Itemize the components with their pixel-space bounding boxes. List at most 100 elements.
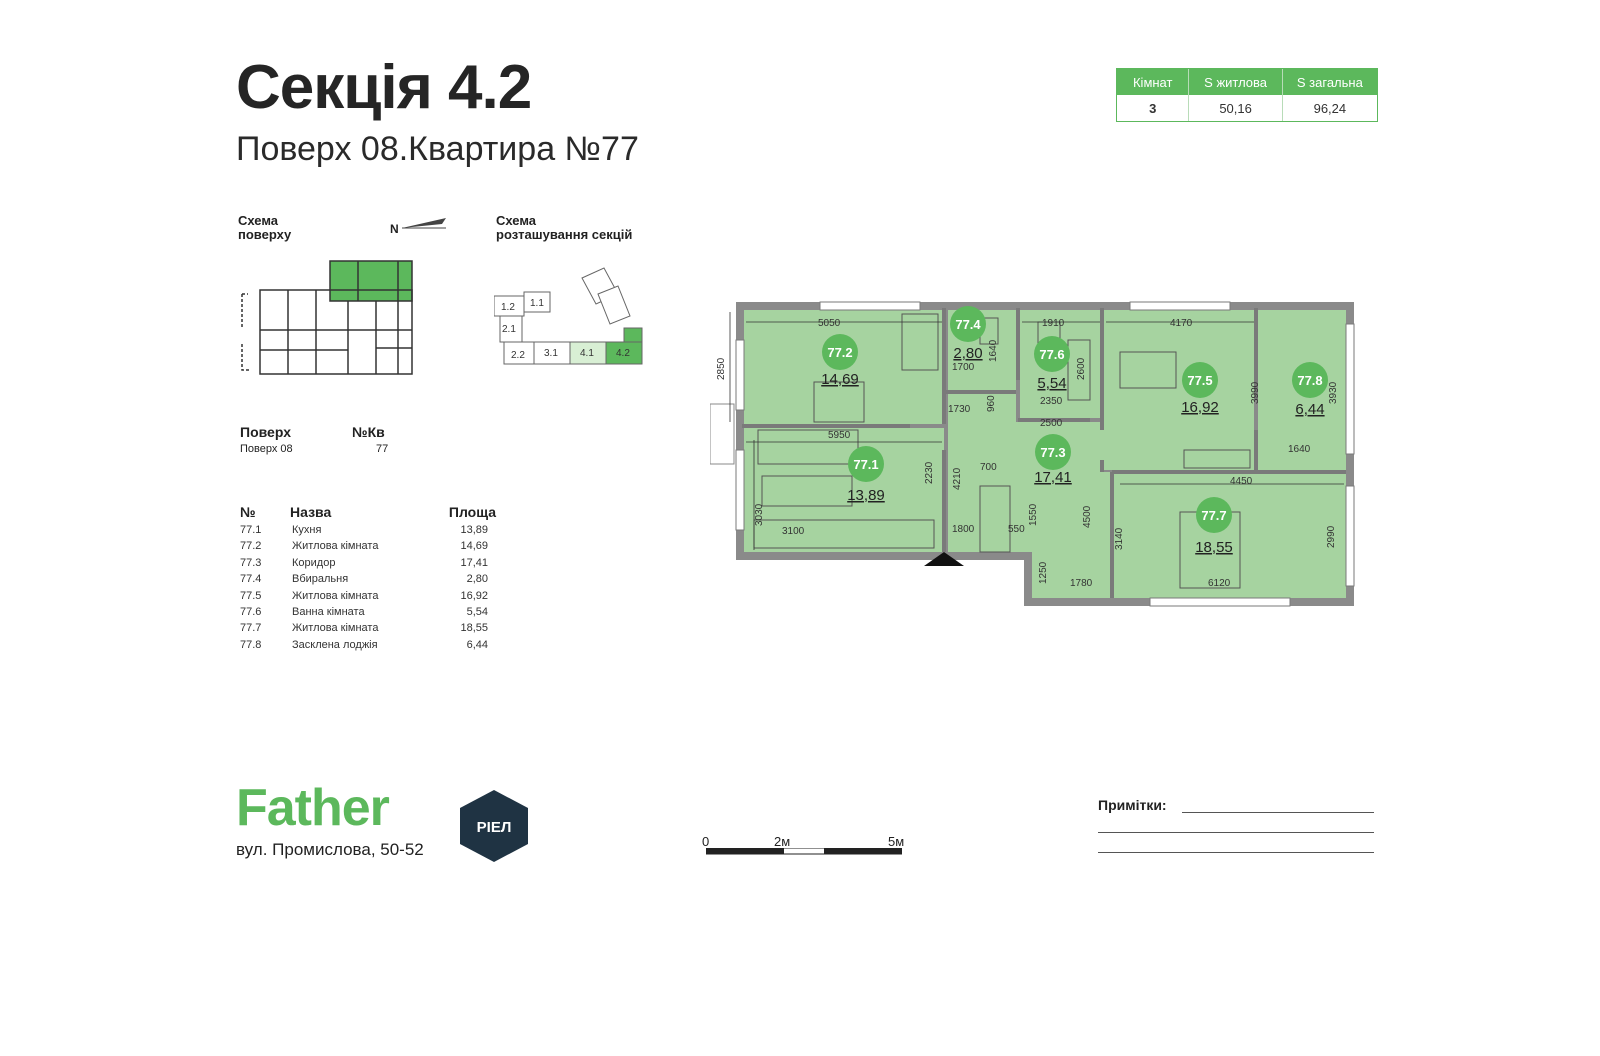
notes-line	[1098, 832, 1374, 833]
room-badge-77-2: 77.2 14,69	[821, 334, 859, 388]
brand-address: вул. Промислова, 50-52	[236, 840, 424, 859]
svg-text:77.4: 77.4	[955, 317, 981, 332]
dimension-label: 1910	[1042, 318, 1065, 329]
scale-label-2m: 2м	[774, 834, 791, 849]
section-label-1-2: 1.2	[501, 302, 515, 313]
svg-text:5,54: 5,54	[1037, 375, 1066, 392]
apartment-value: 77	[376, 443, 389, 455]
rooms-header-name: Назва	[290, 504, 332, 520]
brand-logo: РІЕЛ	[460, 790, 528, 862]
dimension-label: 2990	[1326, 525, 1337, 548]
dimension-label: 4450	[1230, 476, 1253, 487]
svg-text:РІЕЛ: РІЕЛ	[477, 819, 512, 836]
section-label-4-2: 4.2	[616, 348, 630, 359]
floor-value: Поверх 08	[240, 443, 293, 455]
svg-text:18,55: 18,55	[1195, 539, 1233, 556]
dimension-label: 4500	[1082, 505, 1093, 528]
brand-name: Father	[236, 779, 390, 837]
room-badge-77-1: 77.1 13,89	[847, 446, 885, 504]
scale-bar	[706, 848, 902, 855]
dimension-label: 2500	[1040, 418, 1063, 429]
dimension-label: 1640	[988, 339, 999, 362]
north-arrow-icon	[402, 218, 446, 229]
summary-header-rooms: Кімнат	[1117, 69, 1190, 95]
svg-text:13,89: 13,89	[847, 487, 885, 504]
dimension-label: 1700	[952, 362, 975, 373]
dimension-label: 1550	[1028, 503, 1039, 526]
apartment-label: №Кв	[352, 424, 385, 440]
floor-scheme-label: Схема поверху	[238, 213, 292, 242]
dimension-label: 2350	[1040, 396, 1063, 407]
dimension-label: 2230	[924, 461, 935, 484]
room-badge-77-6: 77.6 5,54	[1034, 336, 1070, 392]
dimension-label: 1250	[1038, 561, 1049, 584]
section-label-2-1: 2.1	[502, 324, 516, 335]
dimension-label: 2850	[716, 357, 727, 380]
dimension-label: 2600	[1076, 357, 1087, 380]
dimension-label: 3140	[1114, 527, 1125, 550]
scale-label-0: 0	[702, 834, 710, 849]
summary-total-value: 96,24	[1313, 100, 1347, 116]
dimension-label: 6120	[1208, 578, 1231, 589]
floor-scheme-map	[241, 260, 413, 375]
section-label-3-1: 3.1	[544, 348, 558, 359]
dimension-label: 1780	[1070, 578, 1093, 589]
dimension-label: 4210	[952, 467, 963, 490]
summary-rooms-value: 3	[1117, 95, 1190, 121]
dimension-label: 550	[1008, 524, 1025, 535]
rooms-header-no: №	[240, 504, 256, 520]
rooms-header-area: Площа	[448, 504, 496, 520]
svg-text:16,92: 16,92	[1181, 399, 1219, 416]
svg-text:6,44: 6,44	[1295, 401, 1324, 418]
scale-label-5m: 5м	[888, 834, 905, 849]
svg-text:77.1: 77.1	[853, 457, 878, 472]
north-label: N	[390, 222, 399, 236]
svg-text:77.8: 77.8	[1297, 373, 1322, 388]
summary-living-value: 50,16	[1189, 95, 1283, 121]
room-badge-77-8: 77.8 6,44	[1292, 362, 1328, 418]
notes-label: Примітки:	[1098, 797, 1167, 813]
svg-text:77.5: 77.5	[1187, 373, 1212, 388]
dimension-label: 4170	[1170, 318, 1193, 329]
room-badge-77-5: 77.5 16,92	[1181, 362, 1219, 416]
dimension-label: 3930	[1328, 381, 1339, 404]
section-label-1-1: 1.1	[530, 298, 544, 309]
svg-text:77.3: 77.3	[1040, 445, 1065, 460]
dimension-label: 1800	[952, 524, 975, 535]
svg-text:77.7: 77.7	[1201, 508, 1226, 523]
summary-table: Кімнат S житлова S загальна 3 50,16 96,2…	[1116, 68, 1378, 122]
room-badge-77-7: 77.7 18,55	[1195, 497, 1233, 556]
svg-text:77.2: 77.2	[827, 345, 852, 360]
summary-header-total: S загальна	[1296, 74, 1363, 90]
room-badge-77-4: 77.4 2,80	[950, 306, 986, 362]
dimension-label: 960	[986, 395, 997, 412]
dimension-label: 1640	[1288, 444, 1311, 455]
notes-line	[1182, 812, 1374, 813]
section-label-2-2: 2.2	[511, 350, 525, 361]
page-subtitle: Поверх 08.Квартира №77	[236, 130, 639, 168]
dimension-label: 3990	[1250, 381, 1261, 404]
section-label-4-1: 4.1	[580, 348, 594, 359]
svg-text:77.6: 77.6	[1039, 347, 1064, 362]
dimension-label: 1730	[948, 404, 971, 415]
floor-label: Поверх	[240, 424, 291, 440]
apartment-floor-plan: 5050 1910 4170 2850 1640 1700 1730 2600 …	[710, 301, 1355, 607]
summary-header-living: S житлова	[1189, 69, 1283, 95]
dimension-label: 5950	[828, 430, 851, 441]
page-title: Секція 4.2	[236, 53, 532, 122]
svg-text:14,69: 14,69	[821, 371, 859, 388]
dimension-label: 3100	[782, 526, 805, 537]
dimension-label: 700	[980, 462, 997, 473]
dimension-label: 5050	[818, 318, 841, 329]
section-scheme-map: 1.2 1.1 2.1 2.2 3.1 4.1 4.2	[494, 267, 643, 365]
svg-text:2,80: 2,80	[953, 345, 982, 362]
